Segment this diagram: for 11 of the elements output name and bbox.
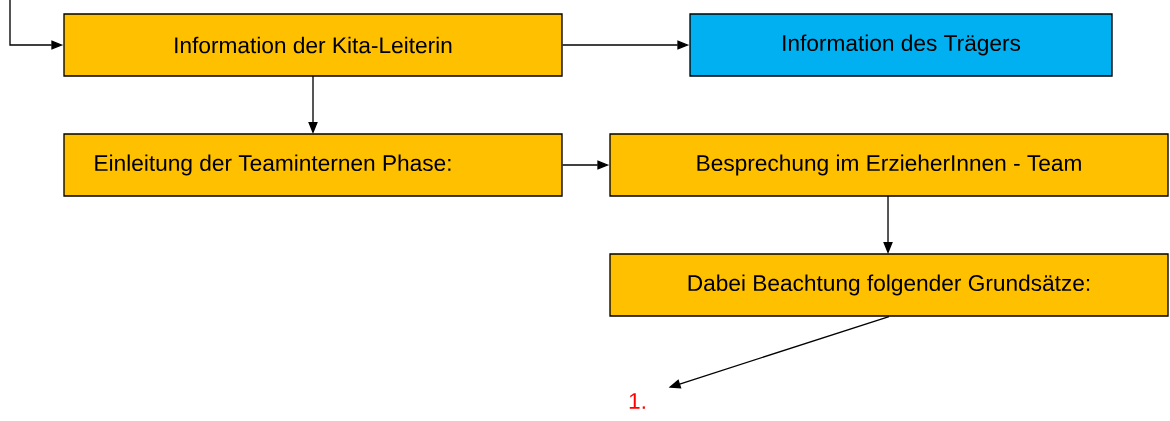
process-box [609, 133, 1169, 197]
process-box [609, 253, 1169, 317]
process-box [689, 13, 1113, 77]
list-number: 1. [629, 393, 645, 409]
process-box [63, 13, 563, 77]
process-box [63, 133, 563, 197]
box-label: Einleitung der Teaminternen Phase: [95, 154, 451, 176]
box-label: Information der Kita-Leiterin [175, 36, 452, 54]
box-label: Dabei Beachtung folgender Grundsätze: [688, 274, 1090, 296]
box-label: Information des Trägers [783, 34, 1021, 56]
box-label: Besprechung im ErzieherInnen - Team [697, 154, 1081, 176]
